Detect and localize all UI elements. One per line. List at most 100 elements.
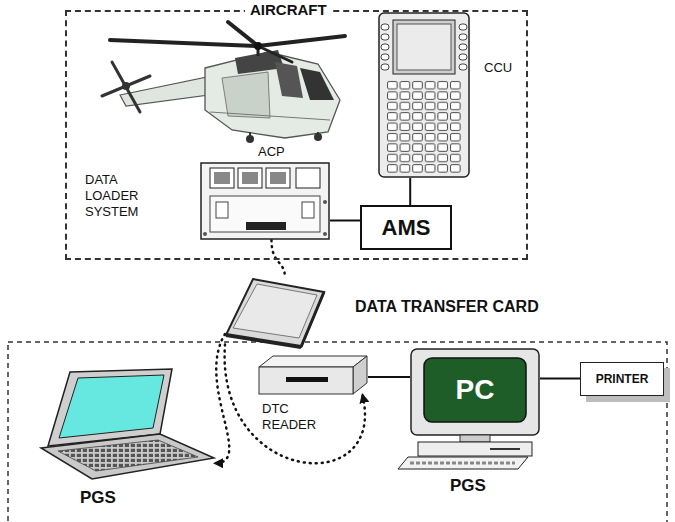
drawing-part: [226, 335, 301, 347]
drawing-part: [216, 202, 228, 218]
drawing-part: [122, 82, 130, 90]
drawing-part: [102, 76, 150, 96]
drawing-part: [353, 356, 367, 394]
drawing-part: [233, 284, 317, 338]
device-label: PGS: [80, 488, 116, 508]
region-title: AIRCRAFT: [245, 1, 332, 18]
drawing-part: [254, 42, 262, 50]
drawing-part: [490, 448, 520, 450]
drawing-part: [381, 54, 389, 60]
text-anchor: DATA TRANSFER CARD: [355, 298, 539, 316]
printer-box: PRINTER: [580, 362, 664, 396]
text-anchor: PC: [424, 358, 526, 422]
text-anchor: CCU: [484, 60, 512, 75]
drawing-part: [258, 36, 345, 46]
drawing-part: [381, 64, 389, 70]
dtc-reader: DTC READER: [258, 355, 368, 395]
drawing-part: [398, 457, 528, 469]
box-label: AMS: [382, 215, 431, 241]
drawing-part: [222, 72, 270, 118]
drawing-part: [459, 64, 467, 70]
acp-drawing: [200, 162, 330, 240]
drawing-part: [259, 367, 353, 394]
drawing-part: [381, 34, 389, 40]
device-label: DATA TRANSFER CARD: [355, 298, 539, 316]
system-label: DATA LOADER SYSTEM: [85, 172, 138, 220]
drawing-part: [210, 112, 330, 120]
box-label: PRINTER: [596, 372, 649, 386]
drawing-part: [393, 20, 455, 74]
drawing-part: [201, 163, 329, 239]
drawing-part: [210, 168, 234, 188]
drawing-part: [459, 44, 467, 50]
laptop-drawing: [40, 368, 215, 480]
drawing-part: [275, 62, 303, 98]
aircraft-region: AIRCRAFTCCUACPAMS: [65, 10, 528, 260]
drawing-part: [246, 222, 286, 230]
reader-drawing: [258, 355, 368, 395]
drawing-part: [459, 34, 467, 40]
screen-label: PC: [456, 374, 495, 406]
drawing-part: [270, 172, 286, 184]
drawing-part: [41, 434, 214, 479]
ccu-drawing: [378, 12, 470, 178]
drawing-part: [460, 435, 490, 442]
drawing-part: [266, 168, 290, 188]
acp-panel: ACP: [200, 162, 330, 240]
dotted-connector: [215, 334, 229, 463]
wire-connector: [330, 220, 360, 222]
drawing-part: [301, 292, 324, 347]
drawing-part: [323, 200, 327, 204]
text-anchor: ACP: [258, 144, 285, 159]
drawing-part: [459, 54, 467, 60]
drawing-part: [381, 24, 389, 30]
device-label: DTC READER: [262, 401, 316, 433]
drawing-part: [258, 46, 292, 62]
drawing-part: [386, 80, 462, 173]
drawing-part: [112, 62, 140, 112]
drawing-part: [314, 133, 322, 141]
text-anchor: AMS: [362, 207, 450, 248]
text-anchor: PGS: [450, 476, 486, 496]
drawing-part: [210, 196, 320, 232]
drawing-part: [323, 232, 327, 236]
data-transfer-card: DATA TRANSFER CARD: [225, 278, 325, 348]
drawing-part: [381, 44, 389, 50]
card-drawing: [225, 278, 325, 348]
drawing-part: [424, 358, 526, 422]
drawing-part: [259, 356, 367, 367]
laptop-pgs: PGS: [40, 368, 215, 480]
wire-connector: [540, 378, 580, 380]
drawing-part: [397, 24, 451, 70]
drawing-part: [238, 168, 262, 188]
wire-connector: [409, 178, 411, 205]
drawing-part: [418, 442, 532, 456]
pc-drawing: [410, 348, 540, 470]
text-anchor: DATA LOADER SYSTEM: [85, 172, 138, 220]
drawing-part: [203, 232, 207, 236]
drawing-part: [300, 68, 334, 100]
drawing-part: [286, 377, 328, 382]
text-anchor: DTC READER: [262, 401, 316, 433]
drawing-part: [411, 349, 539, 435]
device-label: PGS: [450, 476, 486, 496]
process-box: AMS: [360, 205, 452, 250]
drawing-part: [242, 172, 258, 184]
drawing-part: [214, 172, 230, 184]
drawing-part: [58, 440, 198, 471]
device-label: ACP: [258, 144, 285, 159]
helicopter: [102, 22, 345, 143]
drawing-part: [110, 40, 258, 46]
text-anchor: PGS: [80, 488, 116, 508]
drawing-part: [246, 135, 254, 143]
ccu-unit: CCU: [378, 12, 470, 178]
drawing-part: [379, 13, 469, 177]
text-anchor: PRINTER: [581, 363, 663, 395]
ground-region: [8, 342, 667, 522]
drawing-part: [226, 279, 324, 347]
drawing-part: [459, 24, 467, 30]
device-label: CCU: [484, 60, 512, 75]
drawing-part: [228, 22, 258, 46]
